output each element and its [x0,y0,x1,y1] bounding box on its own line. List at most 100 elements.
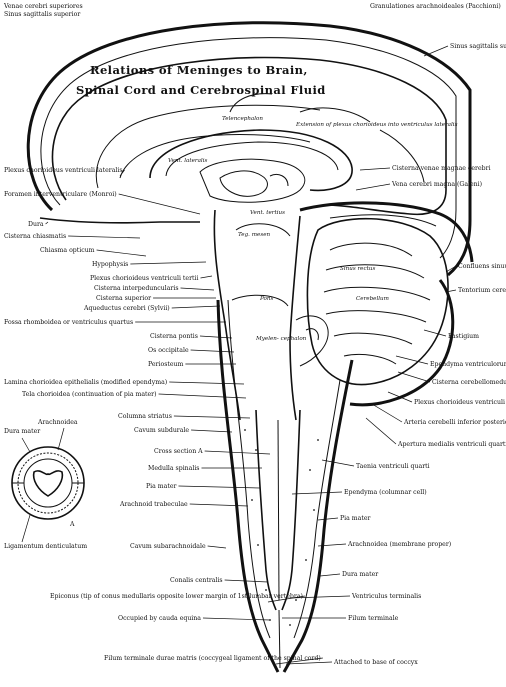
brainstem-outline [213,209,301,421]
left-label-19: Cavum subdurale [134,427,189,434]
right-label-0: Granulationes arachnoideales (Pacchioni) [370,3,501,10]
extension-label: Extension of plexus chorioideus into ven… [295,122,458,128]
left-leader-13 [199,335,233,339]
left-leader-27 [202,617,271,621]
sinus-rectus-label: Sinus rectus [340,266,375,272]
left-label-11: Aqueductus cerebri (Sylvii) [83,305,170,312]
right-leader-2 [359,167,391,171]
left-leader-11 [171,305,221,309]
left-leader-3 [118,193,201,215]
left-leader-8 [200,275,213,279]
right-label-4: Confluens sinuum [458,263,506,270]
left-label-25: Conalis centralis [170,577,223,584]
cs-dura-label: Dura mater [4,428,40,435]
occipital-bone [349,279,455,407]
cs-ligamentum-label: Ligamentum denticulatum [4,543,87,550]
right-label-18: Filum terminale [348,615,399,622]
right-labels-group: Granulationes arachnoideales (Pacchioni)… [282,3,506,666]
right-leader-13 [291,491,343,495]
left-label-22: Pia mater [146,483,177,490]
left-label-17: Tela chorioidea (continuation of pia mat… [22,391,157,398]
right-leader-1 [423,45,449,57]
right-label-6: Fastigium [448,333,479,340]
right-label-10: Arteria cerebelli inferior posterior [403,419,506,426]
right-label-11: Apertura medialis ventriculi quarti (Mag… [397,441,506,448]
left-label-9: Cisterna interpeduncularis [94,285,179,292]
right-leader-9 [387,391,413,403]
left-leader-19 [191,429,233,433]
left-leader-4 [45,221,49,225]
vent-tertius-label: Vent. tertius [250,210,285,216]
left-label-14: Os occipitale [148,347,189,354]
right-label-16: Dura mater [342,571,378,578]
left-label-20: Cross section A [154,448,203,455]
telencephalon-label: Telencephalon [222,116,263,122]
left-leader-14 [190,349,235,353]
fourth-ventricle [295,315,329,367]
left-label-18: Columna striatus [118,413,172,420]
right-leader-17 [289,595,351,599]
left-leader-22 [178,485,261,489]
right-leader-7 [395,355,429,365]
left-label-13: Cisterna pontis [150,333,198,340]
left-label-16: Lamina chorioidea epithelialis (modified… [4,379,167,386]
right-leader-12 [321,459,355,467]
left-leader-2 [119,169,125,177]
cs-marker-label: A [69,521,75,528]
cerebrum-outline [51,56,447,216]
left-label-15: Periosteum [148,361,184,368]
left-leader-20 [204,450,271,455]
title-line-2: Spinal Cord and Cerebrospinal Fluid [76,83,326,97]
left-label-10: Cisterna superior [96,295,151,302]
left-label-23: Arachnoid trabeculae [119,501,188,508]
tegmentum-label: Teg. mesen [238,232,271,238]
right-leader-10 [371,403,403,423]
myelencephalon-label: Myelen- cephalon [255,336,307,342]
cs-leader-lines [21,427,65,543]
cerebellum-outline [306,217,449,386]
right-leader-19 [285,661,333,665]
spinal-cord [255,409,301,669]
cs-arachnoidea-label: Arachnoidea [37,419,78,426]
left-label-8: Plexus chorioideus ventriculi tertii [90,275,198,282]
left-leader-9 [180,287,215,291]
right-leader-5 [445,289,457,293]
right-label-14: Pia mater [340,515,371,522]
right-label-3: Vena cerebri magna (Galeni) [391,181,482,188]
pons-label: Pons [259,296,274,302]
right-label-15: Arachnoidea (membrane proper) [347,541,451,548]
left-leader-5 [68,235,141,239]
left-label-28: Filum terminale durae matris (coccygeal … [104,655,321,662]
cauda-equina-dots [244,429,319,626]
cerebellum-label: Cerebellum [356,296,389,302]
left-label-12: Fossa rhomboidea or ventriculus quartus [4,319,133,326]
right-leader-3 [355,183,391,191]
spinal-canal [216,299,354,673]
left-label-21: Medulla spinalis [148,465,199,472]
right-leader-16 [319,573,341,577]
right-label-2: Cisterna venae magnae cerebri [392,165,491,172]
left-label-24: Cavum subarachnoidale [130,543,206,550]
skull-dura-outline [26,21,472,277]
left-leader-16 [169,381,245,385]
left-leader-28 [275,657,323,665]
left-label-2: Plexus chorioideus ventriculi lateralis [4,167,123,174]
left-label-26: Epiconus (tip of conus medullaris opposi… [50,593,303,600]
left-leader-23 [189,503,249,507]
left-label-7: Hypophysis [92,261,128,268]
left-leader-18 [173,415,251,419]
left-label-3: Foramen interventriculare (Monroi) [4,191,117,198]
cross-section-a [11,446,85,520]
ventricle-and-plexus [199,158,306,203]
right-leader-6 [423,329,447,337]
right-label-17: Ventriculus terminalis [351,593,421,600]
right-label-12: Taenia ventriculi quarti [356,463,430,470]
left-leader-7 [130,261,207,265]
right-label-19: Attached to base of coccyx [333,659,418,666]
left-leader-26 [267,595,305,603]
right-label-8: Cisterna cerebellomedullaris [432,379,506,386]
left-label-6: Chiasma opticum [40,247,95,254]
left-leader-25 [224,579,269,583]
